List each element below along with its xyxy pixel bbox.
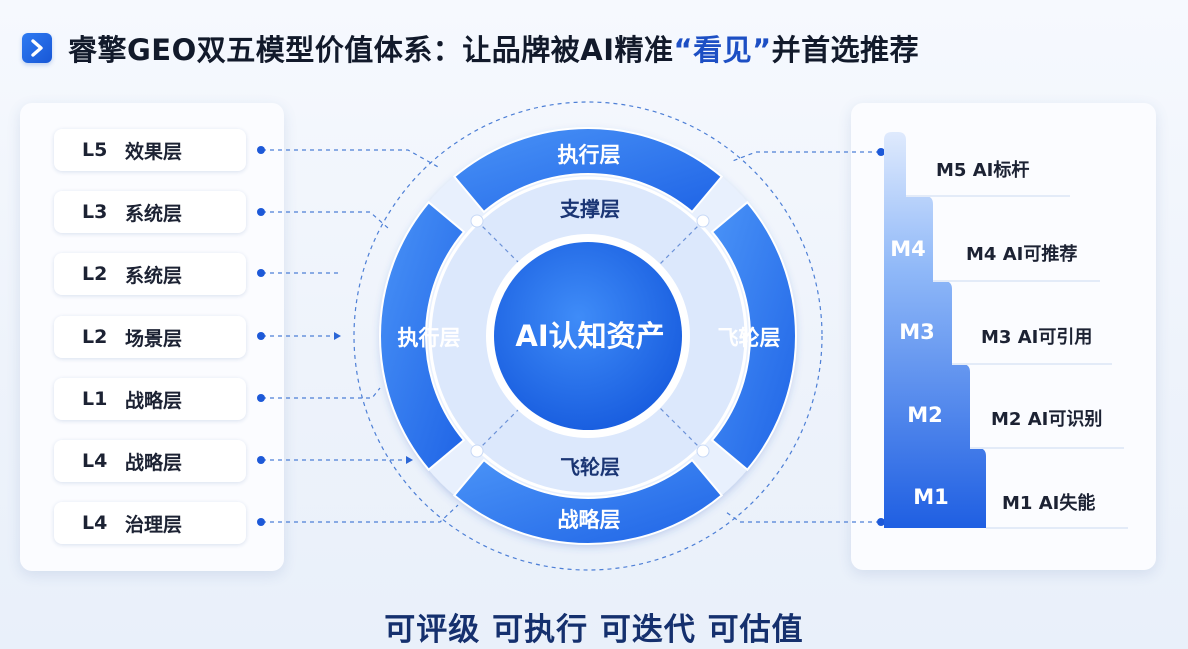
layer-code: L2 <box>82 326 108 348</box>
layer-name: 战略层 <box>125 451 183 474</box>
title-bar: 睿擎GEO双五模型价值体系：让品牌被AI精准“看见”并首选推荐 <box>22 24 919 72</box>
center-label: AI认知资产 <box>515 319 664 353</box>
layer-name: 效果层 <box>125 140 183 163</box>
ring-segment-right <box>710 200 797 472</box>
step-badge: M2 <box>907 403 943 427</box>
step-badge: M4 <box>890 237 926 261</box>
layer-code: L1 <box>82 388 108 410</box>
step-text: M2 AI可识别 <box>991 409 1103 430</box>
step-text: M4 AI可推荐 <box>966 244 1078 265</box>
layer-item: L2 场景层 <box>54 316 246 358</box>
layer-name: 场景层 <box>125 327 183 350</box>
connector-lines <box>262 149 880 523</box>
layer-name: 战略层 <box>125 389 183 412</box>
inner-ring-edge <box>428 176 748 496</box>
ring-segment-left <box>379 200 466 472</box>
layer-item: L5 效果层 <box>54 129 246 171</box>
layer-item: L4 治理层 <box>54 502 246 544</box>
step-underlines <box>906 195 1128 529</box>
outer-bottom-label: 战略层 <box>558 508 621 532</box>
layer-item: L3 系统层 <box>54 191 246 233</box>
ring-segment-top <box>452 127 724 214</box>
layer-code: L4 <box>82 450 108 472</box>
layer-code: L2 <box>82 263 108 285</box>
chevron-right-icon <box>22 33 52 63</box>
inner-bottom-label: 飞轮层 <box>560 455 620 479</box>
layer-name: 系统层 <box>125 202 183 225</box>
page-title: 睿擎GEO双五模型价值体系：让品牌被AI精准“看见”并首选推荐 <box>68 27 919 69</box>
arrow-heads <box>334 332 413 464</box>
layer-code: L3 <box>82 201 108 223</box>
maturity-staircase <box>884 132 986 528</box>
ring-segment-bottom <box>452 458 724 545</box>
center-circle <box>494 242 682 430</box>
layer-name: 治理层 <box>125 513 183 536</box>
connector-dots <box>257 146 885 526</box>
title-prefix: 睿擎GEO双五模型价值体系：让品牌被AI精准 <box>68 33 674 67</box>
layer-item: L1 战略层 <box>54 378 246 420</box>
outer-ring-segments <box>379 127 797 545</box>
layer-code: L4 <box>82 512 108 534</box>
guide-circle <box>353 101 823 571</box>
title-suffix: 并首选推荐 <box>771 33 920 67</box>
step-badge: M1 <box>913 485 949 509</box>
step-text: M3 AI可引用 <box>981 327 1093 348</box>
outer-left-label: 执行层 <box>398 326 461 350</box>
layer-name: 系统层 <box>125 264 183 287</box>
ring-nodes <box>470 214 710 458</box>
step-badge: M3 <box>899 320 935 344</box>
inner-top-label: 支撑层 <box>560 197 620 221</box>
outer-right-label: 飞轮层 <box>718 326 781 350</box>
step-text: M1 AI失能 <box>1002 493 1096 514</box>
title-highlight: “看见” <box>673 33 772 67</box>
left-layer-panel: L5 效果层 L3 系统层 L2 系统层 L2 场景层 L1 战略层 L4 战略层 L4 治理… <box>20 103 284 571</box>
footer-slogan: 可评级 可执行 可迭代 可估值 <box>384 612 804 648</box>
outer-top-label: 执行层 <box>558 143 621 167</box>
layer-item: L2 系统层 <box>54 253 246 295</box>
step-text: M5 AI标杆 <box>936 160 1030 181</box>
layer-code: L5 <box>82 139 108 161</box>
layer-item: L4 战略层 <box>54 440 246 482</box>
